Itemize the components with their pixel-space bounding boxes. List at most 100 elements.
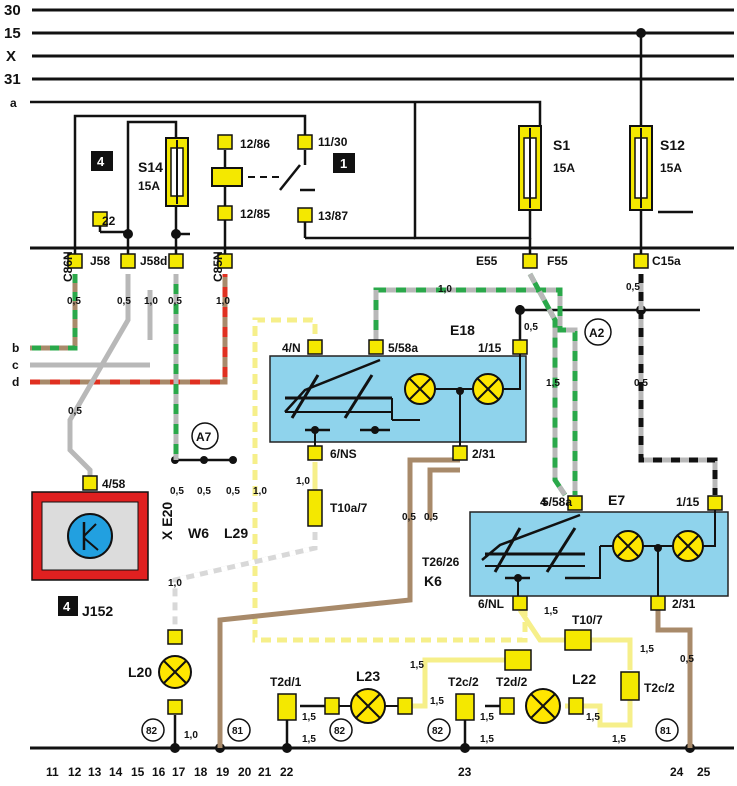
fuse-s1-name: S1 xyxy=(553,137,570,153)
wire-c-label: c xyxy=(12,358,19,372)
pin-t2c2b: T2c/2 xyxy=(644,681,675,695)
marker-4a: 4 xyxy=(91,151,113,171)
svg-text:1,0: 1,0 xyxy=(184,730,198,741)
column-number: 16 xyxy=(152,765,166,779)
pin-e18-115: 1/15 xyxy=(478,341,502,355)
fuse-s12-name: S12 xyxy=(660,137,685,153)
pin-k6: K6 xyxy=(424,573,442,589)
e18-label: E18 xyxy=(450,322,475,338)
svg-text:1,5: 1,5 xyxy=(410,660,424,671)
column-number: 22 xyxy=(280,765,294,779)
bus-a-label: a xyxy=(10,96,17,110)
marker-1: 1 xyxy=(333,153,355,173)
pin-11-30: 11/30 xyxy=(318,135,348,149)
svg-text:1,0: 1,0 xyxy=(296,476,310,487)
lamp-l20: L20 xyxy=(128,655,192,689)
pin-j152-458: 4/58 xyxy=(102,477,126,491)
black-wires xyxy=(73,33,700,748)
column-number: 17 xyxy=(172,765,186,779)
svg-text:1,5: 1,5 xyxy=(586,712,600,723)
pin-e55: E55 xyxy=(476,254,498,268)
ground-ref-82b: 82 xyxy=(334,726,346,737)
j152-label: J152 xyxy=(82,603,113,619)
pin-j58d: J58d xyxy=(140,254,167,268)
switch-e7: E7 xyxy=(469,492,729,597)
pin-e7-115: 1/15 xyxy=(676,495,700,509)
column-number: 23 xyxy=(458,765,472,779)
fuse-s14: S14 15A xyxy=(138,137,189,207)
svg-text:4: 4 xyxy=(63,599,71,614)
pin-t10a7: T10a/7 xyxy=(330,501,368,515)
svg-text:0,5: 0,5 xyxy=(524,322,538,333)
svg-text:1,0: 1,0 xyxy=(168,578,182,589)
svg-text:1,5: 1,5 xyxy=(480,712,494,723)
e7-label: E7 xyxy=(608,492,625,508)
svg-text:4: 4 xyxy=(97,154,105,169)
ground-ref-82c: 82 xyxy=(432,726,444,737)
pin-e18-558a: 5/58a xyxy=(388,341,418,355)
pin-c85n: C85N xyxy=(211,251,225,282)
pin-22: 22 xyxy=(102,214,116,228)
pin-j58: J58 xyxy=(90,254,110,268)
svg-text:0,5: 0,5 xyxy=(197,486,211,497)
pin-labels: 12/86 12/85 11/30 13/87 22 J58 J58d E55 … xyxy=(90,135,700,695)
pin-12-86: 12/86 xyxy=(240,137,270,151)
svg-text:1,5: 1,5 xyxy=(430,696,444,707)
column-number: 19 xyxy=(216,765,230,779)
column-number: 12 xyxy=(68,765,82,779)
svg-text:1,0: 1,0 xyxy=(438,284,452,295)
lamp-l22: L22 xyxy=(525,671,596,724)
pin-13-87: 13/87 xyxy=(318,209,348,223)
column-number: 15 xyxy=(131,765,145,779)
svg-text:0,5: 0,5 xyxy=(67,296,81,307)
marker-4b: 4 xyxy=(58,596,78,616)
l29-label: L29 xyxy=(224,525,248,541)
a2-label: A2 xyxy=(589,326,605,340)
pin-e7-4: 4 xyxy=(540,495,547,509)
wire-d-label: d xyxy=(12,375,19,389)
svg-text:1,5: 1,5 xyxy=(612,734,626,745)
pin-t2626: T26/26 xyxy=(422,555,460,569)
svg-text:1,5: 1,5 xyxy=(640,644,654,655)
column-number: 20 xyxy=(238,765,252,779)
svg-text:0,5: 0,5 xyxy=(402,512,416,523)
wire-b-label: b xyxy=(12,341,19,355)
pin-e18-4n: 4/N xyxy=(282,341,301,355)
fuse-s12-rating: 15A xyxy=(660,161,682,175)
colored-wires xyxy=(30,272,718,748)
svg-text:0,5: 0,5 xyxy=(168,296,182,307)
pin-e18-231: 2/31 xyxy=(472,447,496,461)
bus-lines xyxy=(30,8,734,750)
lamp-l23: L23 xyxy=(339,668,398,724)
svg-text:1: 1 xyxy=(340,156,347,171)
svg-text:1,0: 1,0 xyxy=(144,296,158,307)
column-number: 24 xyxy=(670,765,684,779)
wire-size-labels: 0,5 0,5 1,0 1,0 0,5 0,5 0,5 0,5 0,5 1,0 … xyxy=(67,282,694,745)
svg-text:0,5: 0,5 xyxy=(226,486,240,497)
svg-text:1,0: 1,0 xyxy=(253,486,267,497)
pin-e7-558a: 5/58a xyxy=(542,495,572,509)
pin-f55: F55 xyxy=(547,254,568,268)
pin-t2d2: T2d/2 xyxy=(496,675,528,689)
relay-j152: J152 xyxy=(31,491,149,619)
column-number: 25 xyxy=(697,765,711,779)
column-number: 14 xyxy=(109,765,123,779)
svg-text:0,5: 0,5 xyxy=(68,406,82,417)
pin-c15a: C15a xyxy=(652,254,681,268)
ground-ref-81b: 81 xyxy=(660,726,672,737)
pin-t107: T10/7 xyxy=(572,613,603,627)
column-number: 13 xyxy=(88,765,102,779)
switch-e18: E18 xyxy=(269,322,527,446)
svg-text:1,5: 1,5 xyxy=(544,606,558,617)
connectors xyxy=(67,134,723,721)
pin-12-85: 12/85 xyxy=(240,207,270,221)
fuse-s12: S12 15A xyxy=(629,125,685,211)
svg-text:1,5: 1,5 xyxy=(546,378,560,389)
fuse-s1-rating: 15A xyxy=(553,161,575,175)
l22-label: L22 xyxy=(572,671,596,687)
column-number: 18 xyxy=(194,765,208,779)
svg-text:1,0: 1,0 xyxy=(216,296,230,307)
fuse-s14-rating: 15A xyxy=(138,179,160,193)
